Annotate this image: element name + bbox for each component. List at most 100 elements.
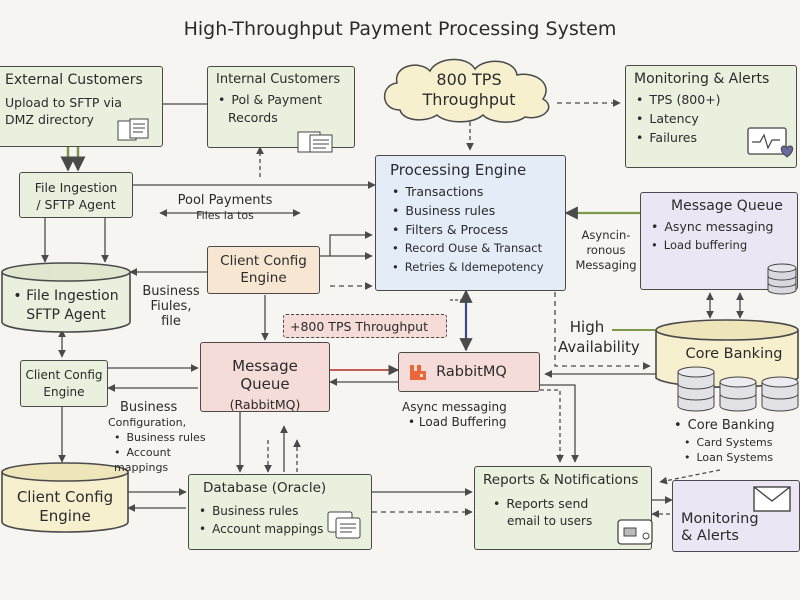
internal-customers-box[interactable]: Internal Customers Pol & Payment Records — [207, 66, 355, 148]
list-item: Reports send — [493, 494, 643, 513]
pool-payments-line: Files ia tos — [196, 209, 254, 222]
client-config-db-text: Client Config Engine — [2, 488, 128, 526]
diagram-title: High-Throughput Payment Processing Syste… — [183, 18, 617, 40]
async-note-item-text: Load Buffering — [418, 415, 507, 429]
business-files-line: Fiules, — [150, 299, 192, 314]
message-queue-right-list: Async messaging Load buffering — [649, 217, 789, 255]
list-item-continuation: Records — [228, 110, 278, 125]
asynchronous-messaging-label: Asyncin- ronous Messaging — [568, 228, 644, 273]
rabbitmq-label: RabbitMQ — [436, 363, 507, 380]
business-files-line: file — [161, 314, 181, 329]
client-config-db-line: Client Config — [16, 488, 114, 506]
documents-icon — [327, 511, 361, 539]
file-ingestion-db-text: • File Ingestion SFTP Agent — [2, 287, 130, 325]
database-stack-icon — [677, 366, 799, 412]
processing-engine-title: Processing Engine — [390, 161, 527, 179]
throughput-tag-text: +800 TPS Throughput — [290, 319, 428, 334]
client-config-db — [1, 462, 129, 533]
monitoring-alerts-list: TPS (800+) Latency Failures — [634, 90, 788, 147]
client-config-left-line: Client Config — [25, 368, 103, 382]
list-item: Business rules — [114, 430, 218, 445]
message-queue-center-line: (RabbitMQ) — [229, 397, 301, 412]
async-label-line: ronous — [586, 243, 626, 257]
list-item: Async messaging — [651, 217, 789, 236]
list-item: TPS (800+) — [636, 90, 788, 109]
processing-engine-list: Transactions Business rules Filters & Pr… — [390, 182, 557, 277]
file-ingestion-agent-line: / SFTP Agent — [36, 197, 116, 212]
database-oracle-list: Business rules Account mappings — [197, 502, 363, 538]
envelope-icon — [753, 486, 791, 512]
list-item: Failures — [636, 128, 788, 147]
file-ingestion-db-line: • File Ingestion — [13, 288, 119, 304]
file-ingestion-agent-line: File Ingestion — [34, 180, 118, 195]
business-files-line: Business — [142, 284, 200, 299]
pool-payments-label: Pool Payments Files ia tos — [170, 193, 280, 223]
monitoring-alerts-title: Monitoring & Alerts — [634, 71, 770, 87]
wallet-icon — [617, 519, 653, 545]
list-item: Core Banking — [674, 416, 800, 435]
message-queue-right-title: Message Queue — [671, 198, 783, 214]
high-availability-label: High Availability — [558, 317, 640, 357]
external-customers-line: DMZ directory — [5, 112, 94, 127]
list-item: Record Ouse & Transact — [392, 239, 557, 258]
message-queue-right-box[interactable]: Message Queue Async messaging Load buffe… — [640, 192, 798, 290]
file-ingestion-db — [1, 262, 131, 333]
client-config-db-line: Engine — [39, 507, 91, 525]
client-config-center-box[interactable]: Client Config Engine — [207, 246, 320, 294]
monitor-heart-icon — [747, 127, 794, 158]
business-configuration-label: Business Configuration, Business rules A… — [108, 400, 218, 475]
list-item-continuation: email to users — [507, 514, 593, 528]
core-banking-subitems: Card Systems Loan Systems — [672, 435, 800, 465]
throughput-cloud-line: Throughput — [422, 90, 516, 109]
list-item: Pol & Payment — [218, 90, 346, 109]
database-stack-icon — [767, 263, 797, 295]
client-config-left-line: Engine — [43, 385, 85, 399]
core-banking-items: Core Banking — [672, 416, 800, 435]
internal-customers-list: Pol & Payment — [216, 90, 346, 109]
client-config-center-line: Engine — [240, 270, 287, 286]
external-customers-title: External Customers — [5, 72, 143, 88]
business-config-list: Business rules Account mappings — [108, 430, 218, 475]
document-stack-icon — [117, 118, 149, 141]
file-ingestion-db-line: SFTP Agent — [26, 307, 106, 323]
async-label-line: Asyncin- — [581, 228, 631, 242]
list-item: Account mappings — [114, 445, 218, 475]
client-config-center-line: Client Config — [220, 253, 307, 269]
file-ingestion-agent-box[interactable]: File Ingestion / SFTP Agent — [19, 172, 133, 218]
internal-customers-title: Internal Customers — [216, 72, 341, 87]
business-config-line: Configuration, — [108, 416, 187, 429]
list-item: Retries & Idemepotency — [392, 258, 557, 277]
monitoring-bottom-line: & Alerts — [681, 528, 739, 544]
list-item: Loan Systems — [684, 450, 800, 465]
document-icon — [297, 131, 333, 153]
high-availability-line: High — [569, 318, 605, 336]
database-oracle-title: Database (Oracle) — [203, 480, 327, 496]
business-files-label: Business Fiules, file — [134, 284, 208, 329]
reports-notifications-list: Reports send — [483, 494, 643, 513]
message-queue-center-line: Message Queue — [232, 357, 298, 393]
async-messaging-note: Async messaging • Load Buffering — [402, 400, 532, 430]
message-queue-center-box[interactable]: Message Queue (RabbitMQ) — [200, 342, 330, 412]
list-item: Filters & Process — [392, 220, 557, 239]
rabbitmq-box[interactable]: RabbitMQ — [398, 352, 540, 392]
throughput-cloud-line: 800 TPS — [436, 70, 502, 89]
async-note-line: Async messaging — [402, 400, 507, 414]
list-item: Transactions — [392, 182, 557, 201]
list-item: Business rules — [199, 502, 363, 520]
high-availability-line: Availability — [558, 338, 640, 356]
rabbitmq-logo-icon — [410, 364, 426, 380]
core-banking-db-text: Core Banking — [685, 346, 783, 362]
throughput-tag: +800 TPS Throughput — [283, 314, 447, 338]
list-item: Account mappings — [199, 520, 363, 538]
external-customers-line: Upload to SFTP via — [5, 95, 122, 110]
client-config-left-box[interactable]: Client Config Engine — [20, 360, 108, 407]
list-item: Business rules — [392, 201, 557, 220]
pool-payments-line: Pool Payments — [177, 193, 273, 208]
async-note-item: • Load Buffering — [408, 415, 507, 429]
core-banking-list: Core Banking Card Systems Loan Systems — [672, 416, 800, 465]
throughput-cloud — [383, 58, 550, 123]
async-label-line: Messaging — [575, 258, 637, 272]
processing-engine-box[interactable]: Processing Engine Transactions Business … — [375, 155, 566, 291]
reports-notifications-title: Reports & Notifications — [483, 472, 639, 488]
